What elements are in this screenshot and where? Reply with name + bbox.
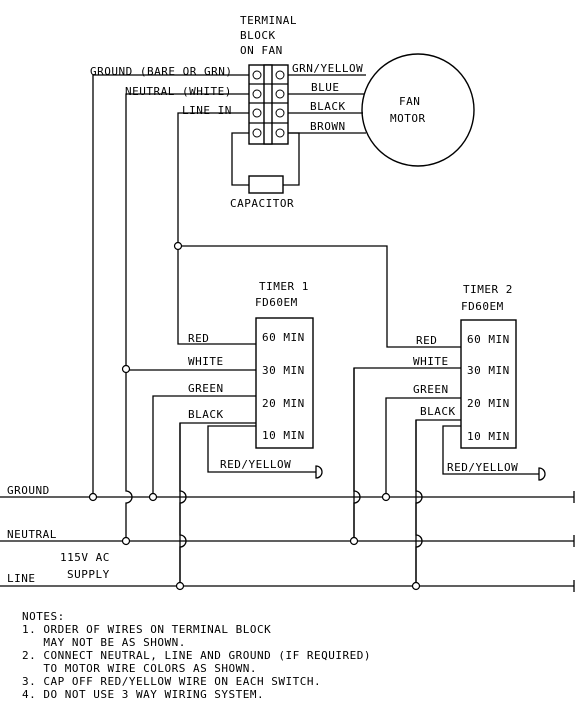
- line-distribution: [177, 245, 461, 348]
- timer1-tap-20: 20 MIN: [262, 397, 305, 410]
- line-droppers: [179, 368, 423, 586]
- motor-leads: [288, 74, 366, 134]
- timer1-wire-black: BLACK: [188, 408, 224, 421]
- terminal-block-label-2: BLOCK: [240, 29, 276, 42]
- wire-label-grn-yellow: GRN/YELLOW: [292, 62, 363, 75]
- supply-line-line: [0, 580, 575, 592]
- wire-label-line-in: LINE IN: [182, 104, 232, 117]
- wire-label-blue: BLUE: [311, 81, 340, 94]
- supply-ground-line: [0, 491, 575, 503]
- junction-dots: [88, 241, 421, 591]
- timer1-tap-10: 10 MIN: [262, 429, 305, 442]
- supply-ground-label: GROUND: [7, 484, 50, 497]
- terminal-block: [248, 64, 289, 145]
- timer1-model: FD60EM: [255, 296, 298, 309]
- note-line-3: 2. CONNECT NEUTRAL, LINE AND GROUND (IF …: [22, 649, 372, 662]
- notes-heading: NOTES:: [22, 610, 65, 623]
- capacitor-circuit: [231, 132, 300, 194]
- wire-label-black: BLACK: [310, 100, 346, 113]
- fan-motor-label-2: MOTOR: [390, 112, 426, 125]
- timer2-tap-60: 60 MIN: [467, 333, 510, 346]
- note-line-6: 4. DO NOT USE 3 WAY WIRING SYSTEM.: [22, 688, 265, 701]
- timer2-wire-red-yellow: RED/YELLOW: [447, 461, 518, 474]
- timer1-tap-60: 60 MIN: [262, 331, 305, 344]
- wire-label-ground-fan: GROUND (BARE OR GRN): [90, 65, 232, 78]
- timer1-box: [255, 317, 314, 449]
- timer2-model: FD60EM: [461, 300, 504, 313]
- fan-motor: [361, 53, 475, 167]
- note-line-4: TO MOTOR WIRE COLORS AS SHOWN.: [22, 662, 258, 675]
- terminal-block-label-3: ON FAN: [240, 44, 283, 57]
- timer2-wire-red: RED: [416, 334, 437, 347]
- note-line-1: 1. ORDER OF WIRES ON TERMINAL BLOCK: [22, 623, 272, 636]
- wire-label-brown: BROWN: [310, 120, 346, 133]
- timer2-tap-20: 20 MIN: [467, 397, 510, 410]
- supply-neutral-line: [0, 535, 575, 547]
- wire-label-neutral-fan: NEUTRAL (WHITE): [125, 85, 232, 98]
- timer2-box: [460, 319, 517, 449]
- fan-feed-wires: [92, 74, 249, 497]
- timer2-wire-white: WHITE: [413, 355, 449, 368]
- timer2-wire-black: BLACK: [420, 405, 456, 418]
- timer1-wire-white: WHITE: [188, 355, 224, 368]
- terminal-block-label-1: TERMINAL: [240, 14, 297, 27]
- note-line-2: MAY NOT BE AS SHOWN.: [22, 636, 186, 649]
- timer1-wire-red-yellow: RED/YELLOW: [220, 458, 291, 471]
- timer2-tap-30: 30 MIN: [467, 364, 510, 377]
- supply-line-label: LINE: [7, 572, 36, 585]
- terminal-screws: [252, 70, 285, 138]
- note-line-5: 3. CAP OFF RED/YELLOW WIRE ON EACH SWITC…: [22, 675, 322, 688]
- timer2-tap-10: 10 MIN: [467, 430, 510, 443]
- timer2-title: TIMER 2: [463, 283, 513, 296]
- timer1-wire-green: GREEN: [188, 382, 224, 395]
- fan-motor-label-1: FAN: [399, 95, 420, 108]
- neutral-droppers: [125, 370, 133, 541]
- timer2-wire-green: GREEN: [413, 383, 449, 396]
- supply-label-1: 115V AC: [60, 551, 110, 564]
- notes-section: NOTES: 1. ORDER OF WIRES ON TERMINAL BLO…: [22, 610, 371, 701]
- timer1-wire-red: RED: [188, 332, 209, 345]
- supply-label-2: SUPPLY: [67, 568, 110, 581]
- timer1-tap-30: 30 MIN: [262, 364, 305, 377]
- capacitor-label: CAPACITOR: [230, 197, 294, 210]
- supply-neutral-label: NEUTRAL: [7, 528, 57, 541]
- timer1-title: TIMER 1: [259, 280, 309, 293]
